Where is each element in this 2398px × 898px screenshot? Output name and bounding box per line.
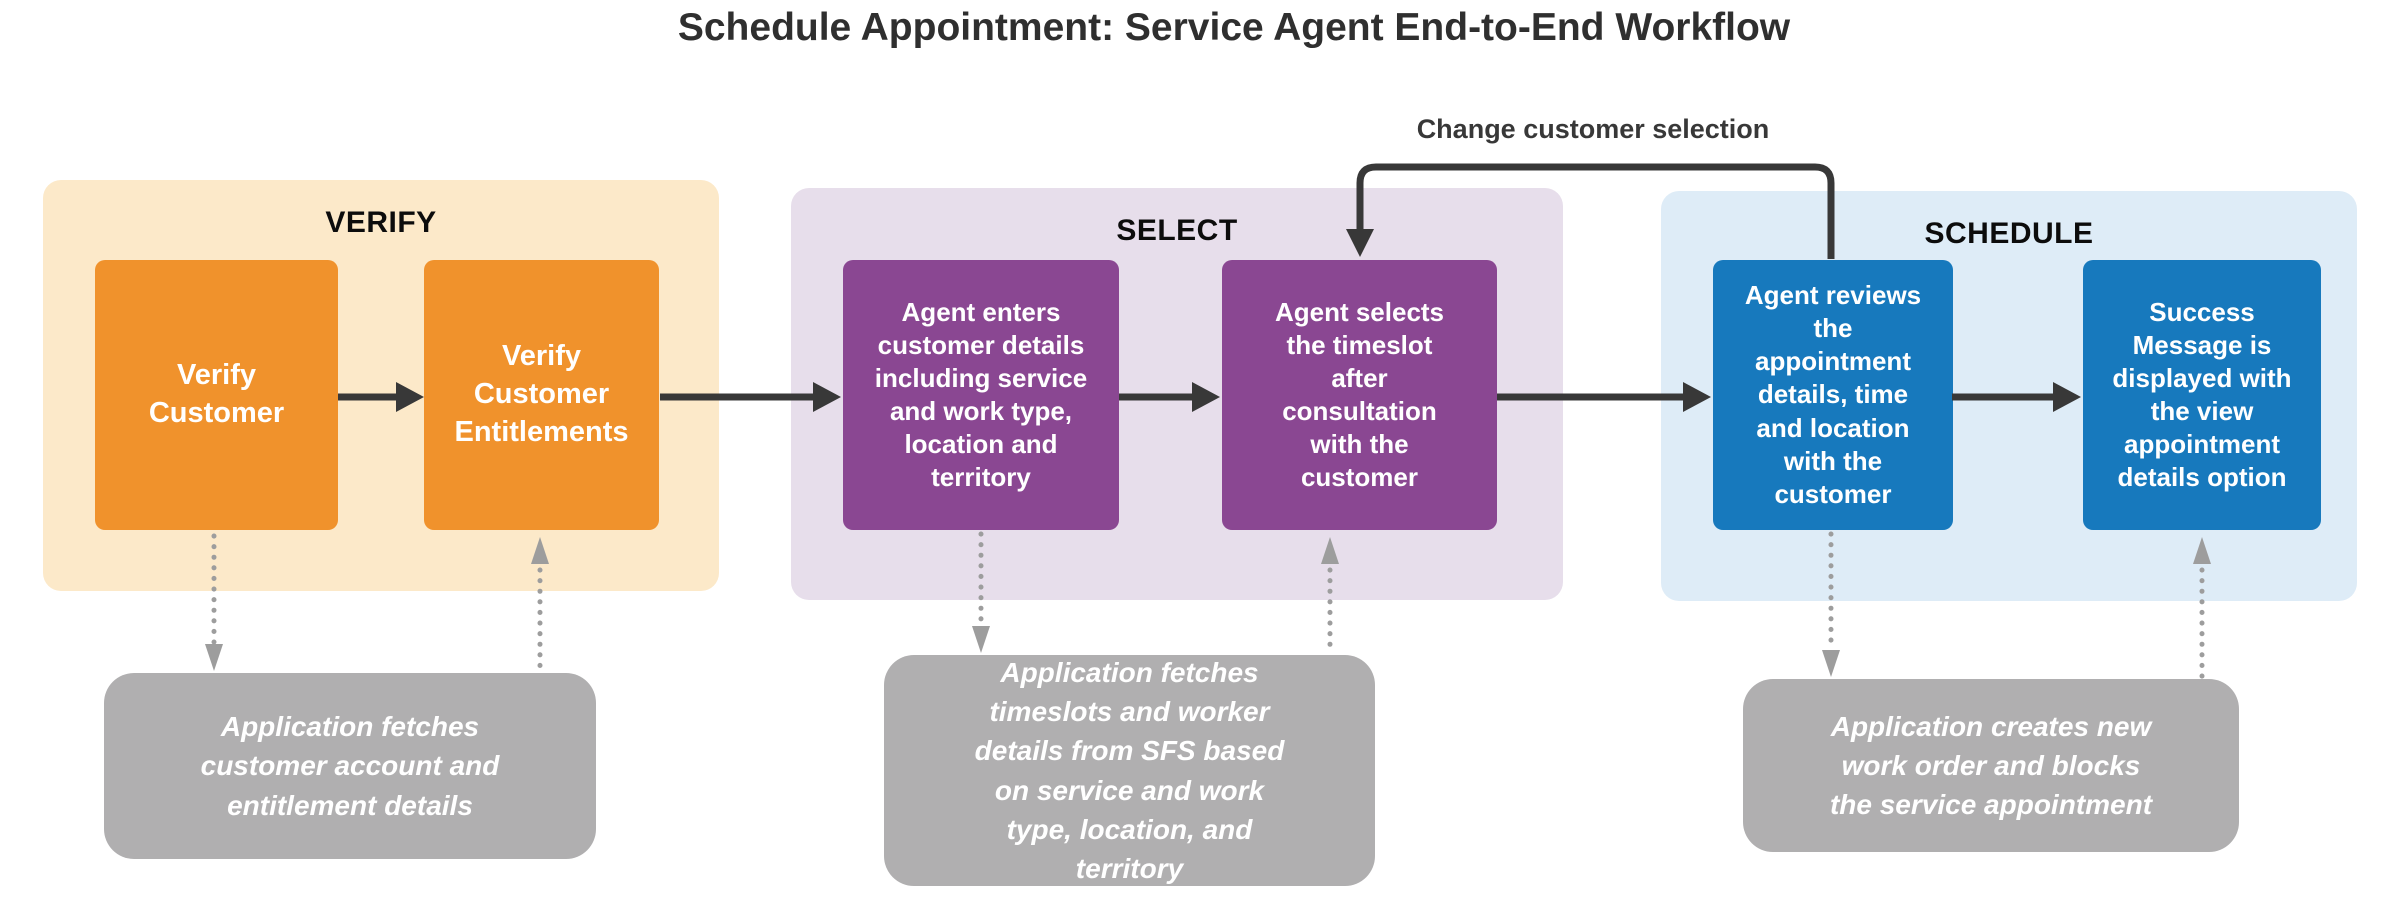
phase-label-select: SELECT [1116,214,1238,247]
step-agent-enters-customer-details: Agent enters customer details including … [843,260,1119,530]
step-verify-customer-entitlements: Verify Customer Entitlements [424,260,659,530]
step-verify-customer: Verify Customer [95,260,338,530]
note-create-work-order: Application creates new work order and b… [1743,679,2239,852]
phase-label-verify: VERIFY [325,206,437,239]
page-title: Schedule Appointment: Service Agent End-… [677,6,1791,49]
step-agent-reviews-appointment: Agent reviews the appointment details, t… [1713,260,1953,530]
phase-label-schedule: SCHEDULE [1924,217,2094,250]
change-customer-selection-label: Change customer selection [1416,114,1770,144]
step-success-message: Success Message is displayed with the vi… [2083,260,2321,530]
note-fetch-account-entitlements: Application fetches customer account and… [104,673,596,859]
note-fetch-timeslots-workers: Application fetches timeslots and worker… [884,655,1375,886]
step-agent-selects-timeslot: Agent selects the timeslot after consult… [1222,260,1497,530]
